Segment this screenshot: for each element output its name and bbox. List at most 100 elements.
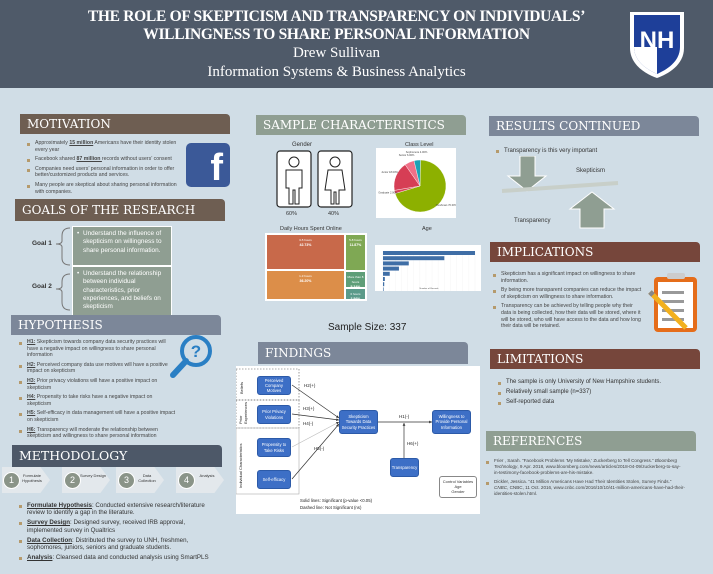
facebook-icon: f: [186, 143, 230, 187]
reference-item: Dickler, Jessica. “41 Million Americans …: [485, 479, 685, 497]
class-level-chart: Freshman 70.00%Graduate 2.00%Junior 18.0…: [376, 148, 458, 218]
male-percent: 60%: [286, 211, 298, 217]
box-skepticism: Skepticism Towards Data Security Practic…: [339, 410, 378, 434]
limitations-bullet: Self-reported data: [497, 399, 661, 406]
box-prior-privacy: Prior Privacy Violations: [257, 405, 291, 424]
findings-diagram: Beliefs Prior Experiences Individual Cha…: [236, 366, 480, 514]
step-3-number: 3: [118, 472, 135, 489]
goal-1-label: Goal 1: [32, 240, 52, 247]
goal-1-box: Understand the influence of skepticism o…: [72, 226, 172, 266]
methodology-heading: METHODOLOGY: [12, 445, 222, 467]
motivation-bullet: Facebook shared 87 million records witho…: [26, 156, 184, 163]
goals-heading: GOALS OF THE RESEARCH: [15, 199, 225, 221]
methodology-item: Analysis: Cleansed data and conducted an…: [18, 554, 213, 561]
step-4-label: Analysis: [199, 473, 215, 478]
arrow-down-icon: [506, 156, 548, 192]
box-transparency: Transparency: [390, 458, 419, 477]
goal-2-box: Understand the relationship between indi…: [72, 266, 172, 316]
goal-2-label: Goal 2: [32, 283, 52, 290]
implications-bullet: Skepticism has a significant impact on w…: [492, 271, 642, 284]
path-h2: [291, 384, 340, 419]
step-2-label: Survey Design: [80, 473, 107, 478]
logo-text: NH: [640, 27, 675, 54]
magnifier-question-icon: ?: [170, 335, 212, 378]
poster-title-line1: THE ROLE OF SKEPTICISM AND TRANSPARENCY …: [87, 8, 586, 25]
motivation-bullet: Companies need users’ personal informati…: [26, 166, 184, 179]
methodology-list: Formulate Hypothesis: Conducted extensiv…: [18, 502, 213, 564]
limitations-bullet: Relatively small sample (n=337): [497, 389, 661, 396]
gender-title: Gender: [292, 142, 313, 148]
results-heading: RESULTS CONTINUED: [489, 116, 699, 136]
gender-icons: [276, 150, 353, 208]
results-list: Transparency is this very important: [495, 147, 597, 158]
age-chart: 0102030405060708090100110120130140150Num…: [375, 245, 481, 297]
pie-slice-freshman: [394, 159, 447, 213]
age-bar: [383, 261, 409, 266]
transparency-label: Transparency: [514, 218, 551, 224]
age-bar: [383, 256, 445, 261]
implications-bullet: Transparency can be achieved by telling …: [492, 303, 642, 329]
group-individual-characteristics: Individual Characteristics: [238, 443, 243, 488]
references-list: Frier , Sarah. “Facebook Problems ‘My Mi…: [485, 458, 685, 500]
motivation-heading: MOTIVATION: [20, 114, 230, 134]
results-bullet: Transparency is this very important: [495, 147, 597, 155]
unh-logo: NH: [628, 10, 686, 80]
methodology-item: Formulate Hypothesis: Conducted extensiv…: [18, 502, 213, 516]
methodology-item: Survey Design: Designed survey, received…: [18, 519, 213, 534]
implications-bullet: By being more transparent companies can …: [492, 287, 642, 300]
hypothesis-item: H3: Prior privacy violations will have a…: [18, 378, 178, 391]
step-2-number: 2: [64, 472, 81, 489]
goal-braces: [55, 227, 71, 311]
label-h2: H2(+): [304, 383, 316, 388]
hypothesis-list: H1: Skepticism towards company data secu…: [18, 339, 178, 443]
label-h5: H5(-): [314, 446, 325, 451]
methodology-item: Data Collection: Distributed the survey …: [18, 537, 213, 551]
step-1-number: 1: [3, 472, 20, 489]
step-1-label: Formulate Hypothesis: [22, 473, 42, 483]
limitations-bullet: The sample is only University of New Ham…: [497, 379, 661, 386]
seesaw-beam: [501, 181, 619, 193]
x-axis-label: Number of Records: [420, 287, 440, 290]
poster-header: THE ROLE OF SKEPTICISM AND TRANSPARENCY …: [0, 0, 713, 88]
motivation-bullet: Many people are skeptical about sharing …: [26, 182, 184, 195]
age-bar: [383, 251, 475, 255]
implications-heading: IMPLICATIONS: [490, 242, 700, 262]
pie-label: Junior 18.00%: [381, 170, 398, 174]
box-perceived-motives: Perceived Company Motives: [257, 376, 291, 395]
box-willingness: Willingness to Provide Personal Informat…: [432, 410, 471, 434]
svg-text:?: ?: [191, 342, 201, 361]
male-icon: [276, 150, 312, 208]
hypothesis-item: H6: Transparency will moderate the relat…: [18, 427, 178, 440]
label-h4: H4(-): [303, 421, 314, 426]
sample-heading: SAMPLE CHARACTERISTICS: [256, 115, 466, 135]
group-beliefs: Beliefs: [239, 381, 244, 394]
path-h3: [291, 413, 340, 422]
hypothesis-item: H4: Propensity to take risks have a nega…: [18, 394, 178, 407]
path-h4: [291, 421, 340, 448]
motivation-bullet: Approximately 15 million Americans have …: [26, 140, 184, 153]
poster-title-line2: WILLINGNESS TO SHARE PERSONAL INFORMATIO…: [143, 26, 530, 43]
hypothesis-item: H2: Perceived company data use motives w…: [18, 362, 178, 375]
limitations-heading: LIMITATIONS: [490, 349, 700, 369]
pie-label: Sophomore 4.00%: [406, 150, 428, 154]
legend-dashed: Dashed line: Not Significant (ns): [300, 505, 362, 510]
reference-item: Frier , Sarah. “Facebook Problems ‘My Mi…: [485, 458, 685, 476]
female-percent: 40%: [328, 211, 340, 217]
hypothesis-heading: HYPOTHESIS: [11, 315, 221, 335]
author: Drew Sullivan: [292, 45, 381, 61]
hypothesis-item: H1: Skepticism towards company data secu…: [18, 339, 178, 359]
group-prior-experiences: Prior Experiences: [238, 401, 248, 424]
step-3-label: Data Collection: [138, 473, 156, 483]
limitations-list: The sample is only University of New Ham…: [497, 379, 661, 409]
clipboard-checklist-icon: [648, 273, 697, 332]
reference-link[interactable]: www.bloomberg.com/news/articles/2018-04-…: [494, 464, 681, 475]
hours-online-title: Daily Hours Spent Online: [280, 226, 342, 232]
label-h6: H6(+): [407, 441, 419, 446]
class-level-title: Class Level: [405, 142, 434, 148]
seesaw-graphic: [501, 156, 619, 229]
skepticism-label: Skepticism: [576, 168, 606, 174]
